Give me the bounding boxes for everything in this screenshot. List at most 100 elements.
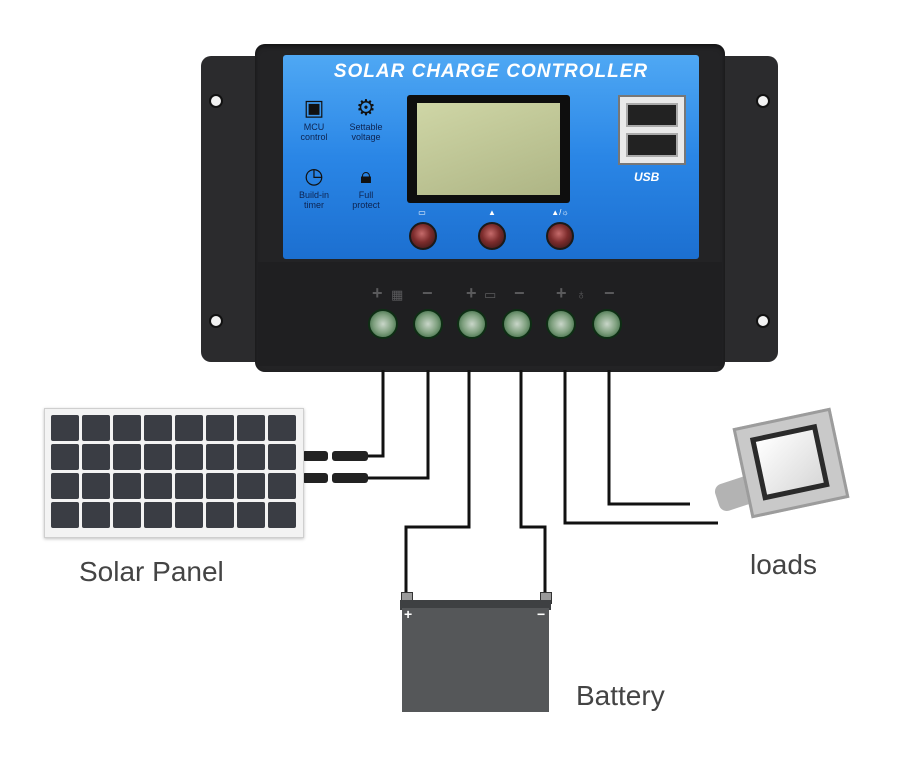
solar-cell (144, 473, 172, 499)
solar-cells (51, 415, 296, 528)
bulb-icon: ♁ (576, 286, 587, 302)
mounting-hole (756, 314, 770, 328)
solar-cell (113, 473, 141, 499)
feature-label: Full (358, 190, 374, 200)
terminal-battery-positive[interactable] (457, 309, 487, 339)
mounting-hole (209, 314, 223, 328)
mounting-hole (756, 94, 770, 108)
mc4-connector (302, 473, 328, 483)
solar-cell (206, 415, 234, 441)
usb-ports (618, 95, 686, 165)
solar-cell (175, 415, 203, 441)
solar-cell (237, 415, 265, 441)
wire-load-positive (563, 370, 718, 525)
chip-icon: ▣ (303, 95, 325, 120)
solar-cell (206, 473, 234, 499)
load-switch-button[interactable] (546, 222, 574, 250)
polarity-mark: + (556, 283, 567, 303)
terminal-battery-negative[interactable] (502, 309, 532, 339)
polarity-mark: + (372, 283, 383, 303)
wire-load-negative (607, 370, 690, 506)
usb-port[interactable] (626, 133, 678, 157)
feature-label: Settable (349, 122, 383, 132)
wire-solar-negative (368, 370, 430, 480)
battery (402, 608, 549, 712)
polarity-mark: − (422, 283, 433, 303)
terminal-block (258, 262, 722, 366)
feature-label: timer (304, 200, 324, 210)
solar-cell (175, 444, 203, 470)
solar-cell (268, 444, 296, 470)
solar-cell (206, 502, 234, 528)
solar-cell (175, 473, 203, 499)
battery-icon: ▭ (484, 287, 497, 302)
menu-button[interactable] (409, 222, 437, 250)
solar-cell (82, 502, 110, 528)
terminal-load-positive[interactable] (546, 309, 576, 339)
solar-cell (82, 444, 110, 470)
solar-cell (144, 415, 172, 441)
up-light-icon: ▲/☼ (551, 208, 569, 217)
battery-label: Battery (576, 680, 665, 711)
flood-light-lens (749, 423, 830, 501)
lcd-screen (417, 103, 560, 195)
feature-label: MCU (303, 122, 325, 132)
solar-cell (237, 444, 265, 470)
battery-minus-sign: − (537, 606, 546, 622)
terminal-load-negative[interactable] (592, 309, 622, 339)
feature-label: voltage (351, 132, 381, 142)
battery-plus-sign: + (404, 606, 413, 622)
solar-cell (268, 502, 296, 528)
lock-icon: 🔒︎ (360, 163, 372, 188)
solar-panel-label: Solar Panel (79, 556, 224, 587)
solar-cell (206, 444, 234, 470)
battery-lid (400, 600, 551, 610)
solar-cell (113, 502, 141, 528)
mc4-connector (302, 451, 328, 461)
wire-solar-positive (368, 370, 385, 458)
terminal-solar-negative[interactable] (413, 309, 443, 339)
solar-panel (44, 408, 304, 538)
feature-label: protect (352, 200, 380, 210)
solar-panel-icon: ▦ (391, 287, 404, 302)
solar-cell (51, 415, 79, 441)
mc4-connector (332, 473, 368, 483)
solar-cell (268, 415, 296, 441)
usb-port[interactable] (626, 103, 678, 127)
solar-cell (51, 444, 79, 470)
feature-settable-voltage: ⚙ Settable voltage (346, 95, 386, 143)
solar-cell (51, 502, 79, 528)
gear-icon: ⚙ (356, 95, 376, 120)
usb-logo: USB (634, 170, 660, 184)
feature-full-protect: 🔒︎ Full protect (346, 163, 386, 211)
loads-label: loads (750, 549, 817, 580)
solar-cell (113, 415, 141, 441)
solar-cell (144, 444, 172, 470)
polarity-mark: + (466, 283, 477, 303)
polarity-mark: − (514, 283, 525, 303)
up-arrow-icon: ▲ (488, 208, 496, 217)
mc4-connectors (302, 451, 368, 483)
polarity-mark: − (604, 283, 615, 303)
up-button[interactable] (478, 222, 506, 250)
solar-cell (82, 415, 110, 441)
controller-title: SOLAR CHARGE CONTROLLER (333, 61, 649, 82)
solar-cell (268, 473, 296, 499)
menu-icon: ▭ (418, 208, 426, 217)
feature-label: Build-in (298, 190, 329, 200)
terminal-solar-positive[interactable] (368, 309, 398, 339)
wire-battery-positive (404, 370, 471, 595)
clock-icon: ◷ (304, 163, 324, 188)
mc4-connector (332, 451, 368, 461)
solar-cell (237, 473, 265, 499)
solar-cell (237, 502, 265, 528)
solar-cell (113, 444, 141, 470)
solar-cell (144, 502, 172, 528)
feature-build-in-timer: ◷ Build-in timer (294, 163, 334, 211)
solar-cell (82, 473, 110, 499)
solar-cell (51, 473, 79, 499)
mounting-hole (209, 94, 223, 108)
wire-battery-negative (519, 370, 547, 595)
lcd-display (407, 95, 570, 203)
